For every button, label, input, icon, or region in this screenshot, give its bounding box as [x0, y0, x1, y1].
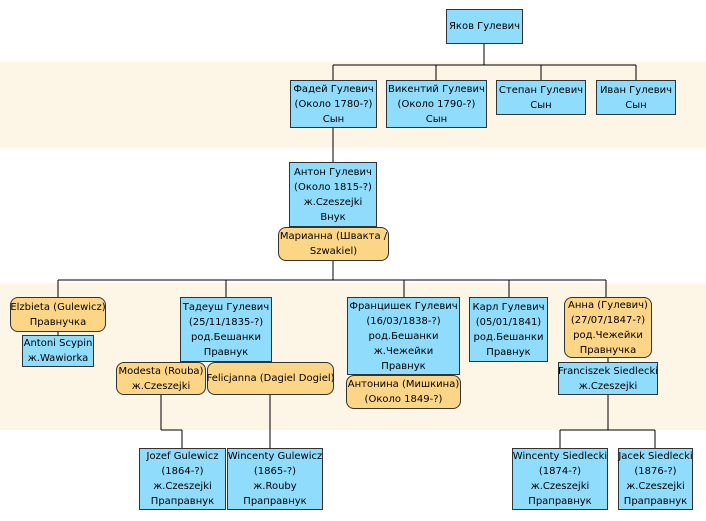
person-anna-gulevich[interactable]: Анна (Гулевич) (27/07/1847-?) род.Чежейк… — [564, 297, 652, 358]
person-place: ж.Wawiorka — [27, 353, 89, 364]
person-dates: (1874-?) — [538, 466, 582, 477]
person-relation: Правнук — [486, 346, 531, 358]
person-name: Antoni Scypin — [23, 338, 93, 349]
person-yakov-gulevich[interactable]: Яков Гулевич — [446, 9, 523, 44]
spouse-marianna[interactable]: Марианна (Швакта / Szwakiel) — [278, 227, 389, 261]
person-name: Степан Гулевич — [498, 84, 584, 96]
person-name: Антонина (Мишкина) — [347, 379, 460, 390]
person-name: Фадей Гулевич — [293, 83, 374, 95]
person-place: ж.Czeszejki — [530, 481, 590, 492]
person-dates: (Около 1780-?) — [294, 98, 373, 110]
person-jacek-siedlecki[interactable]: Jacek Siedlecki (1876-?) ж.Czeszejki Пра… — [618, 448, 693, 510]
person-place: род.Бешанки — [368, 330, 439, 342]
person-name: Franciszek Siedlecki — [557, 365, 659, 377]
person-dates: (27/07/1847-?) — [570, 314, 646, 326]
person-relation: Сын — [425, 113, 448, 125]
person-relation: Сын — [322, 113, 345, 125]
person-name: Францишек Гулевич — [349, 300, 458, 312]
person-relation: Правнук — [381, 360, 426, 372]
person-dates: (Около 1815-?) — [294, 181, 372, 193]
person-wincenty-siedlecki[interactable]: Wincenty Siedlecki (1874-?) ж.Czeszejki … — [512, 448, 608, 510]
person-tadeush-gulevich[interactable]: Тадеуш Гулевич (25/11/1835-?) род.Бешанк… — [180, 297, 272, 362]
person-name: Modesta (Rouba) — [118, 365, 204, 377]
person-fadey-gulevich[interactable]: Фадей Гулевич (Около 1780-?) Сын — [290, 80, 377, 128]
person-wincenty-gulewicz[interactable]: Wincenty Gulewicz (1865-?) ж.Rouby Прапр… — [227, 448, 323, 510]
person-relation: Внук — [320, 211, 346, 223]
spouse-antonina-mishkina[interactable]: Антонина (Мишкина) (Около 1849-?) — [346, 375, 461, 409]
person-place-2: ж.Чежейки — [373, 345, 434, 357]
person-name: Wincenty Gulewicz — [227, 451, 323, 462]
person-dates: (05/01/1841) — [475, 316, 542, 328]
person-anton-gulevich[interactable]: Антон Гулевич (Около 1815-?) ж.Czeszejki… — [289, 162, 377, 227]
spouse-felicjanna-dagiel[interactable]: Felicjanna (Dagiel Dogiel) — [206, 362, 335, 395]
person-stepan-gulevich[interactable]: Степан Гулевич Сын — [496, 80, 586, 115]
spouse-franciszek-siedlecki[interactable]: Franciszek Siedlecki ж.Czeszejki — [558, 362, 658, 395]
person-dates: (Около 1790-?) — [397, 98, 476, 110]
person-relation: Правнучка — [579, 344, 637, 356]
person-dates: (1864-?) — [161, 466, 204, 477]
person-name: Wincenty Siedlecki — [512, 451, 608, 462]
person-place: род.Бешанки — [191, 331, 261, 343]
person-name-cont: Szwakiel) — [309, 246, 358, 257]
person-place: род.Бешанки — [473, 331, 544, 343]
person-relation: Праправнук — [528, 496, 592, 507]
person-place: ж.Czeszejki — [131, 380, 191, 392]
person-name: Викентий Гулевич — [388, 83, 485, 95]
person-name: Felicjanna (Dagiel Dogiel) — [206, 373, 335, 384]
person-place: ж.Czeszejki — [303, 196, 363, 208]
person-place: ж.Czeszejki — [153, 481, 212, 492]
person-jozef-gulewicz[interactable]: Jozef Gulewicz (1864-?) ж.Czeszejki Прап… — [139, 448, 226, 510]
person-name: Тадеуш Гулевич — [182, 301, 270, 313]
person-dates: (1865-?) — [253, 466, 297, 477]
person-dates: (1876-?) — [634, 466, 677, 477]
person-relation: Праправнук — [623, 496, 688, 507]
person-name: Марианна (Швакта / — [279, 231, 388, 242]
person-place: ж.Czeszejki — [578, 380, 638, 392]
spouse-antoni-scypin[interactable]: Antoni Scypin ж.Wawiorka — [22, 335, 94, 367]
person-relation: Сын — [625, 99, 647, 111]
person-relation: Сын — [530, 99, 552, 111]
person-name: Карл Гулевич — [472, 301, 545, 313]
person-place: ж.Rouby — [253, 481, 297, 492]
person-dates: (16/03/1838-?) — [366, 315, 441, 327]
person-name: Jozef Gulewicz — [146, 451, 219, 462]
person-ivan-gulevich[interactable]: Иван Гулевич Сын — [596, 80, 676, 115]
person-name: Яков Гулевич — [448, 21, 521, 32]
person-frantsishek-gulevich[interactable]: Францишек Гулевич (16/03/1838-?) род.Беш… — [347, 297, 460, 375]
person-name: Иван Гулевич — [599, 84, 673, 96]
person-name: Анна (Гулевич) — [568, 299, 648, 311]
person-name: Elzbieta (Gulewicz) — [10, 301, 106, 313]
person-relation: Правнук — [203, 346, 249, 358]
person-place: род.Чежейки — [573, 329, 643, 341]
person-elzbieta-gulewicz[interactable]: Elzbieta (Gulewicz) Правнучка — [10, 297, 106, 332]
person-name: Jacek Siedlecki — [618, 451, 693, 462]
person-dates: (25/11/1835-?) — [188, 316, 264, 328]
person-dates: (Около 1849-?) — [364, 394, 443, 405]
person-place: ж.Czeszejki — [626, 481, 685, 492]
person-name: Антон Гулевич — [294, 166, 372, 178]
person-vikentiy-gulevich[interactable]: Викентий Гулевич (Около 1790-?) Сын — [386, 80, 487, 128]
person-karl-gulevich[interactable]: Карл Гулевич (05/01/1841) род.Бешанки Пр… — [469, 297, 548, 362]
person-relation: Праправнук — [150, 496, 215, 507]
person-relation: Правнучка — [29, 316, 87, 328]
spouse-modesta-rouba[interactable]: Modesta (Rouba) ж.Czeszejki — [116, 362, 206, 395]
person-relation: Праправнук — [243, 496, 307, 507]
